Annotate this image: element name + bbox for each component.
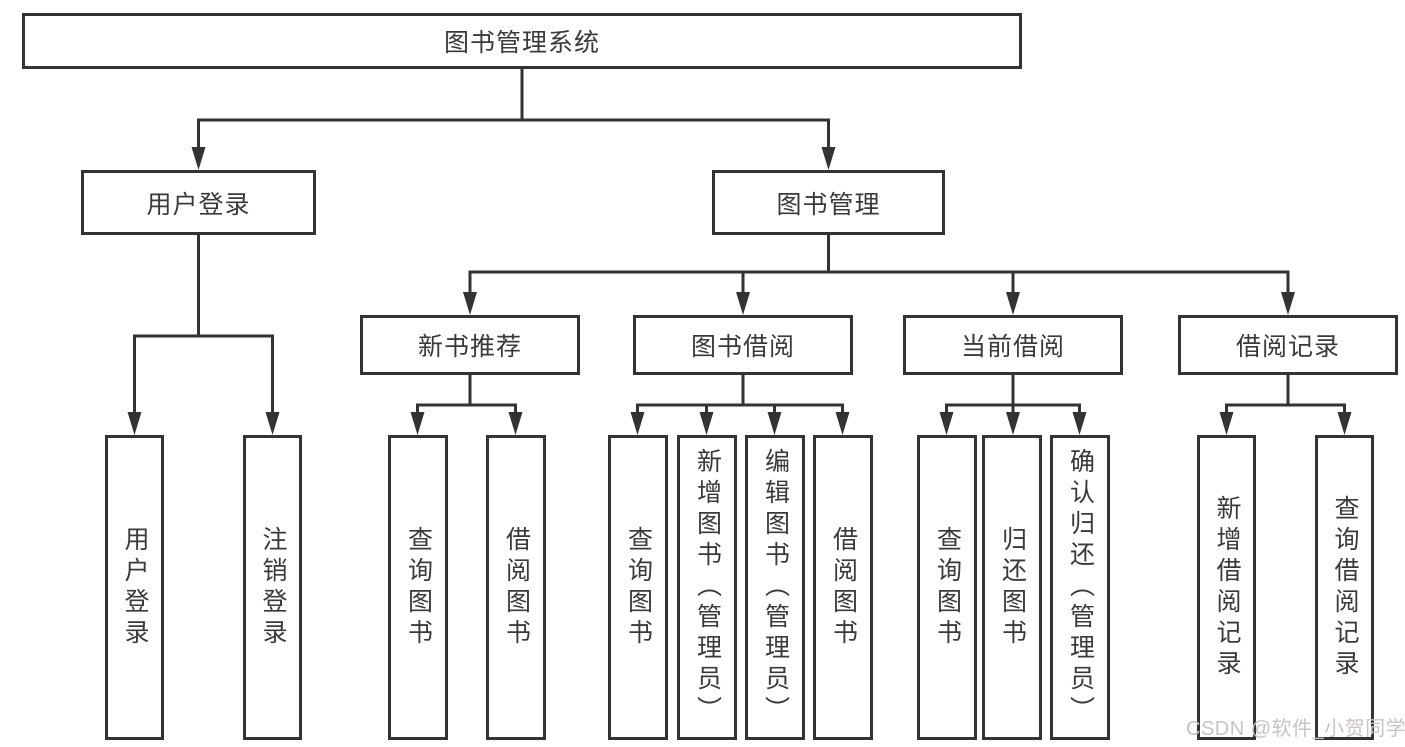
node-borrow-records-label: 借阅记录: [1235, 333, 1340, 361]
node-new-books: 新书推荐: [360, 315, 580, 375]
leaf-new-books-query-label: 查询图书: [404, 525, 433, 650]
leaf-new-books-query: 查询图书: [388, 435, 448, 740]
node-current-borrow: 当前借阅: [903, 315, 1123, 375]
node-book-mgmt-label: 图书管理: [776, 190, 881, 219]
connector-borrow-records-to-leaves: [1225, 375, 1346, 414]
leaf-borrow-borrow-label: 借阅图书: [829, 525, 858, 650]
node-book-borrow: 图书借阅: [633, 315, 853, 375]
leaf-records-query: 查询借阅记录: [1315, 435, 1374, 740]
leaf-current-confirm-admin: 确认归还（管理员）: [1050, 435, 1110, 740]
leaf-borrow-edit-admin: 编辑图书（管理员）: [745, 435, 805, 740]
connector-user-login-to-leaves: [133, 235, 274, 414]
connector-new-books-to-leaves: [416, 375, 517, 414]
node-current-borrow-label: 当前借阅: [960, 333, 1065, 361]
connector-book-borrow-to-leaves: [636, 375, 844, 414]
leaf-records-add-label: 新增借阅记录: [1213, 494, 1241, 681]
leaf-current-query-label: 查询图书: [933, 525, 962, 650]
leaf-borrow-query-label: 查询图书: [624, 525, 653, 650]
node-new-books-label: 新书推荐: [417, 333, 522, 361]
leaf-current-query: 查询图书: [917, 435, 977, 740]
leaf-records-add: 新增借阅记录: [1197, 435, 1256, 740]
leaf-user-login: 用户登录: [105, 435, 164, 740]
leaf-current-return-label: 归还图书: [998, 525, 1027, 650]
leaf-user-login-label: 用户登录: [121, 525, 149, 650]
csdn-watermark: CSDN @软件_小贺同学: [1186, 718, 1405, 740]
connector-current-borrow-to-leaves: [945, 375, 1081, 414]
leaf-new-books-borrow-label: 借阅图书: [502, 525, 531, 650]
leaf-current-confirm-admin-label: 确认归还（管理员）: [1066, 448, 1095, 727]
leaf-borrow-query: 查询图书: [608, 435, 668, 740]
connector-root-to-level2: [197, 69, 830, 150]
leaf-logout: 注销登录: [243, 435, 302, 740]
node-book-mgmt: 图书管理: [712, 170, 945, 235]
node-borrow-records: 借阅记录: [1178, 315, 1398, 375]
leaf-borrow-add-admin: 新增图书（管理员）: [677, 435, 737, 740]
leaf-borrow-add-admin-label: 新增图书（管理员）: [693, 448, 722, 727]
leaf-current-return: 归还图书: [982, 435, 1042, 740]
leaf-borrow-edit-admin-label: 编辑图书（管理员）: [761, 448, 790, 727]
leaf-logout-label: 注销登录: [259, 525, 287, 650]
node-root-label: 图书管理系统: [443, 29, 600, 57]
connector-book-mgmt-to-level3: [468, 235, 1290, 294]
leaf-records-query-label: 查询借阅记录: [1331, 494, 1359, 681]
node-root: 图书管理系统: [22, 13, 1022, 69]
node-user-login: 用户登录: [81, 170, 316, 235]
leaf-borrow-borrow: 借阅图书: [813, 435, 873, 740]
node-user-login-label: 用户登录: [146, 190, 251, 219]
node-book-borrow-label: 图书借阅: [690, 333, 795, 361]
leaf-new-books-borrow: 借阅图书: [486, 435, 546, 740]
